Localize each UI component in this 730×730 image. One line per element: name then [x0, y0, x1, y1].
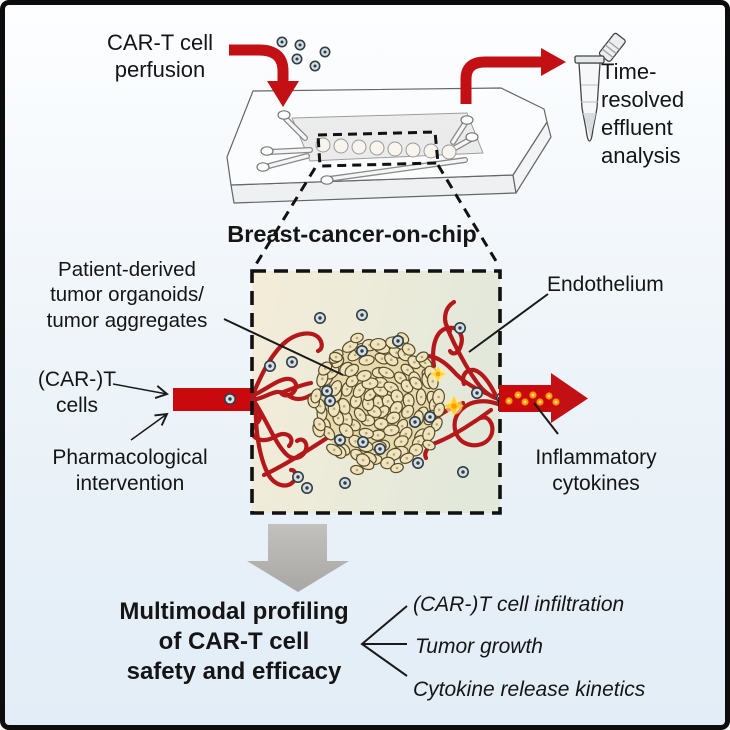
effluent-tube-icon	[574, 32, 626, 142]
organoids-label: Patient-derived tumor organoids/ tumor a…	[46, 258, 208, 332]
summary-label: Multimodal profiling of CAR-T cell safet…	[119, 598, 349, 686]
down-arrow-icon	[247, 524, 349, 592]
t-cell-arrow-icon	[112, 383, 169, 399]
zoom-callout-lines	[253, 164, 501, 267]
cytokine-starburst-icon	[430, 366, 464, 416]
t-cells-label: (CAR-)T cells	[37, 368, 117, 418]
outflow-arrow-icon	[499, 373, 588, 423]
microfluidic-chip-icon	[226, 87, 552, 204]
perfusion-label: CAR-T cell perfusion	[107, 29, 213, 84]
readout-fork-lines	[360, 605, 408, 677]
organoid-callout-line	[223, 318, 344, 376]
endothelium-label: Endothelium	[547, 273, 664, 296]
perfused-cells-icon	[276, 36, 331, 72]
inflow-channel	[173, 388, 256, 411]
readout-tumor-growth: Tumor growth	[415, 635, 543, 658]
label-arrows	[112, 383, 169, 441]
callout-lines	[223, 293, 559, 435]
cytokine-callout-line	[533, 402, 559, 435]
cytokines-label: Inflammatory cytokines	[535, 446, 657, 496]
tumor-spheroid-icon	[307, 336, 446, 471]
chip-zoom-region	[316, 130, 440, 168]
perfusion-label-line2: perfusion	[114, 57, 206, 83]
pharma-arrow-icon	[130, 412, 169, 441]
chamber-dashed-border	[250, 269, 502, 515]
cytokine-dots-icon	[505, 391, 560, 406]
perfusion-arrow-icon	[229, 44, 299, 107]
readout-infiltration: (CAR-)T cell infiltration	[413, 593, 625, 616]
chip-title: Breast-cancer-on-chip	[227, 221, 477, 247]
figure-artwork	[112, 32, 626, 677]
stray-tumor-cells	[329, 332, 436, 476]
perfusion-label-line1: CAR-T cell	[107, 30, 213, 55]
readout-cytokine-kinetics: Cytokine release kinetics	[413, 678, 646, 701]
effluent-label: Time- resolved effluent analysis	[601, 59, 685, 169]
endothelium-callout-line	[468, 293, 549, 353]
effluent-arrow-icon	[460, 48, 566, 104]
pharmacological-label: Pharmacological intervention	[52, 446, 208, 496]
